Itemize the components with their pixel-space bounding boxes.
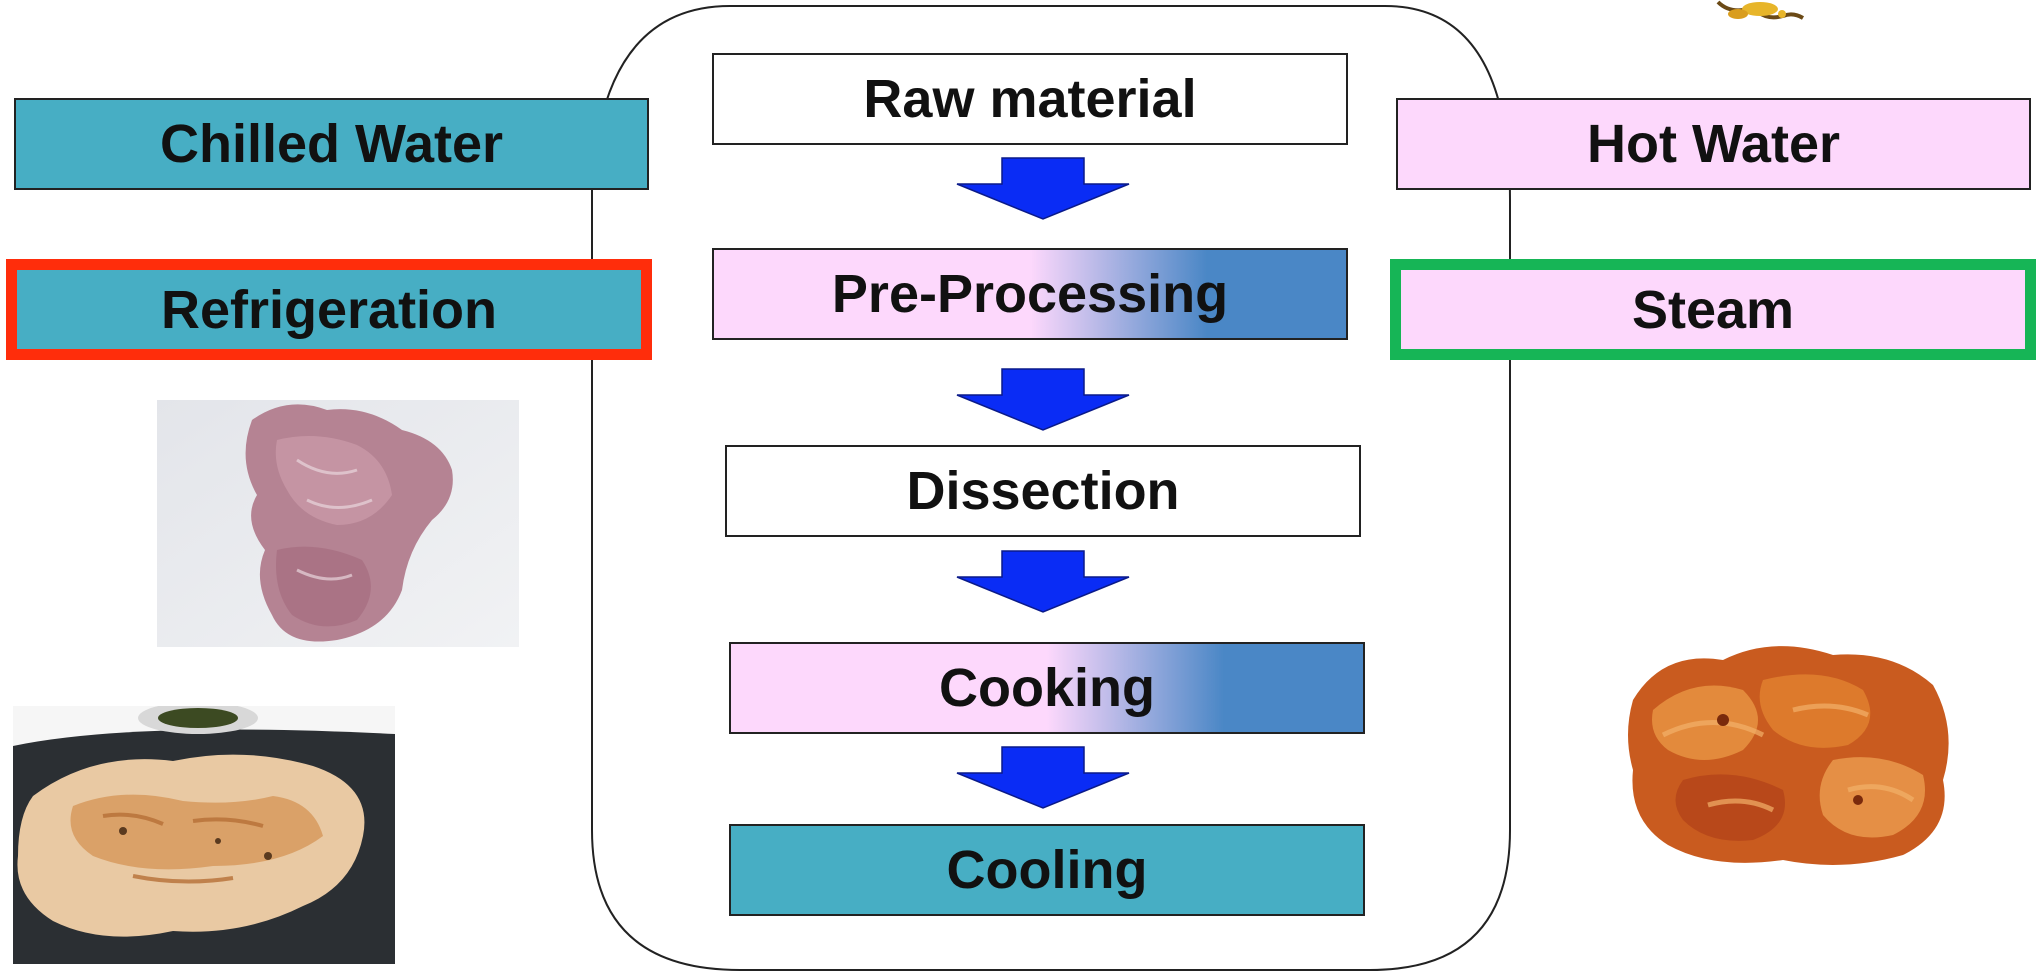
duck-clipart (1716, 0, 1805, 20)
step-label: Cooling (946, 840, 1148, 900)
step-label: Dissection (906, 461, 1180, 521)
steam-label: Steam (1631, 279, 1795, 340)
hot-water-box: Hot Water (1396, 98, 2031, 190)
chilled-water-label: Chilled Water (159, 114, 504, 174)
steam-box: Steam (1390, 259, 2036, 360)
step-label: Raw material (863, 69, 1197, 129)
down-arrow-icon (956, 746, 1130, 809)
fried-chicken-photo (1623, 640, 1955, 868)
step-cooling: Cooling (729, 824, 1365, 916)
step-pre-processing: Pre-Processing (712, 248, 1348, 340)
step-dissection: Dissection (725, 445, 1361, 537)
down-arrow-icon (956, 368, 1130, 431)
refrigeration-box: Refrigeration (6, 259, 652, 360)
step-label: Cooking (939, 658, 1155, 718)
step-raw-material: Raw material (712, 53, 1348, 145)
step-cooking: Cooking (729, 642, 1365, 734)
down-arrow-icon (956, 550, 1130, 613)
down-arrow-icon (956, 157, 1130, 220)
raw-chicken-photo (157, 400, 519, 647)
grilled-chicken-photo (13, 706, 395, 964)
refrigeration-label: Refrigeration (160, 279, 498, 340)
step-label: Pre-Processing (831, 264, 1229, 324)
hot-water-label: Hot Water (1587, 114, 1840, 174)
chilled-water-box: Chilled Water (14, 98, 649, 190)
